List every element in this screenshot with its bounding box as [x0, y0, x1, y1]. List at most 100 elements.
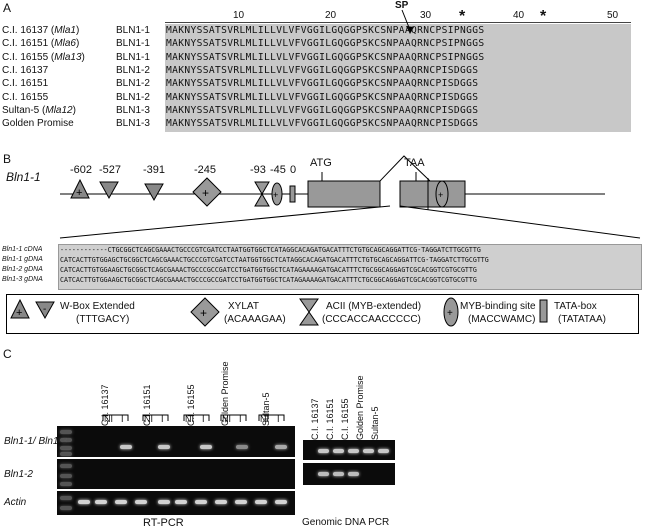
legend-xylat-name: XYLAT — [228, 301, 259, 312]
utr-row-label: Bln1-3 gDNA — [2, 276, 43, 283]
gel-band — [236, 445, 248, 449]
gen-lane-label-3: C.I. 16155 — [340, 398, 350, 440]
gel-band — [333, 449, 344, 453]
legend-tata-name: TATA-box — [554, 301, 597, 312]
ruler-tick-20: 20 — [325, 10, 337, 21]
gel-band — [318, 449, 329, 453]
svg-text:+: + — [438, 190, 443, 200]
accession-name: C.I. 16151 ( — [2, 38, 55, 50]
xylat-marker — [192, 177, 222, 207]
pos-391: -391 — [143, 164, 166, 176]
gel-band — [115, 500, 127, 504]
gel-band — [60, 446, 72, 450]
gel-band — [60, 482, 72, 486]
accession-name: C.I. 16151 — [2, 78, 49, 90]
alignment-row: C.I. 16151 (Mla6) BLN1-1 MAKNYSSATSVRLMLIL… — [0, 38, 646, 50]
pos-93: -93 — [250, 164, 266, 176]
ruler-tick-50: 50 — [607, 10, 619, 21]
utr-row-sequence: CATCACTTGTGGAGCTGCGGCTCAGCGAAACTGCCCGTCG… — [60, 256, 489, 264]
ruler-tick-40: 40 — [513, 10, 525, 21]
protein-name: BLN1-3 — [116, 104, 150, 116]
genomic-pcr-caption: Genomic DNA PCR — [302, 517, 390, 528]
accession-label: C.I. 16137 (Mla1) — [2, 25, 79, 37]
accession-close: ) — [75, 38, 80, 50]
gel-band — [318, 472, 329, 476]
mla-allele: Mla6 — [54, 38, 76, 50]
signal-peptide-arrow — [401, 9, 414, 34]
legend-acii-name: ACII (MYB-extended) — [326, 301, 422, 312]
gel-band — [275, 500, 287, 504]
exon-1 — [307, 180, 381, 208]
protein-sequence: MAKNYSSATSVRLMLILLVLVFVGGILGQGGPSKCSNPAA… — [166, 78, 479, 90]
signal-peptide-label: SP — [395, 0, 409, 11]
wbox-plus-marker — [70, 178, 90, 199]
utr-row-label: Bln1-1 cDNA — [2, 246, 43, 253]
lane-ni-label: NI — [104, 414, 113, 424]
accession-name: Golden Promise — [2, 118, 74, 130]
gel-band — [195, 500, 207, 504]
protein-sequence: MAKNYSSATSVRLMLILLVLVFVGGILGQGGPSKCSNPAA… — [166, 38, 485, 50]
gel-band — [60, 430, 72, 434]
gel-band — [60, 452, 72, 456]
legend-wbox-seq: (TTTGACY) — [76, 314, 130, 325]
exon-2 — [399, 180, 466, 208]
accession-label: C.I. 16155 (Mla13) — [2, 52, 85, 64]
gel-band — [275, 445, 287, 449]
gel-band — [348, 472, 359, 476]
myb-marker-3utr — [435, 180, 449, 208]
legend-icons: + - + + — [10, 297, 548, 327]
gel-band — [95, 500, 107, 504]
lane-i-label: I — [239, 414, 242, 424]
wbox-minus-marker-1 — [99, 181, 119, 200]
legend-myb-seq: (MACCWAMC) — [468, 314, 536, 325]
gel-band — [158, 500, 170, 504]
mla-allele: Mla1 — [54, 25, 76, 36]
pos-527: -527 — [99, 164, 122, 176]
rt-lane-brackets — [102, 414, 285, 421]
protein-name: BLN1-1 — [116, 38, 150, 50]
gen-lane-label-1: C.I. 16137 — [310, 398, 320, 440]
utr-alignment-box — [58, 244, 642, 290]
pos-602: -602 — [70, 164, 93, 176]
lane-i-label: I — [277, 414, 280, 424]
cysteine-star-2: * — [540, 8, 547, 25]
gel-band — [158, 445, 170, 449]
accession-label: C.I. 16155 — [2, 92, 48, 104]
gen-lane-label-2: C.I. 16151 — [325, 398, 335, 440]
gel-band — [378, 449, 389, 453]
protein-name: BLN1-2 — [116, 91, 150, 103]
lane-i-label: I — [202, 414, 205, 424]
svg-text:+: + — [273, 190, 278, 200]
gene-structure-diagram: + + + + — [59, 155, 641, 239]
protein-name: BLN1-1 — [116, 25, 150, 36]
protein-sequence: MAKNYSSATSVRLMLILLVLVFVGGILGQGGPSKCSNPAA… — [166, 91, 479, 103]
gel-band — [60, 496, 72, 500]
utr-row-sequence: CATCACTTGTGGAAGCTGCGGCTCAGCGAAACTGCCCGCC… — [60, 276, 477, 284]
svg-text:+: + — [202, 186, 209, 200]
protein-sequence: MAKNYSSATSVRLMLILLVLVFVGGILGQGGPSKCSNPAA… — [166, 64, 479, 76]
ruler-tick-10: 10 — [233, 10, 245, 21]
mla-allele: Mla12 — [45, 104, 73, 116]
utr-row-label: Bln1-2 gDNA — [2, 266, 43, 273]
pos-0: 0 — [290, 164, 297, 176]
accession-name: Sultan-5 ( — [2, 104, 46, 116]
legend-wbox-name: W-Box Extended — [60, 301, 135, 312]
protein-sequence: MAKNYSSATSVRLMLILLVLVFVGGILGQGGPSKCSNPAA… — [166, 104, 479, 116]
rt-gel-bln1-1-3 — [57, 426, 295, 457]
gel-band — [60, 474, 72, 478]
panel-a-letter: A — [3, 1, 12, 15]
gel-band — [255, 500, 267, 504]
utr-row-label: Bln1-1 gDNA — [2, 256, 43, 263]
alignment-shading — [165, 24, 631, 132]
legend-myb-name: MYB-binding site — [460, 301, 536, 312]
legend-acii-seq: (CCCACCAACCCCC) — [322, 314, 421, 325]
mla-allele: Mla13 — [54, 51, 82, 63]
intron — [379, 155, 431, 182]
gel-band — [348, 449, 359, 453]
cysteine-star-1: * — [459, 8, 466, 25]
gel-band — [60, 438, 72, 442]
